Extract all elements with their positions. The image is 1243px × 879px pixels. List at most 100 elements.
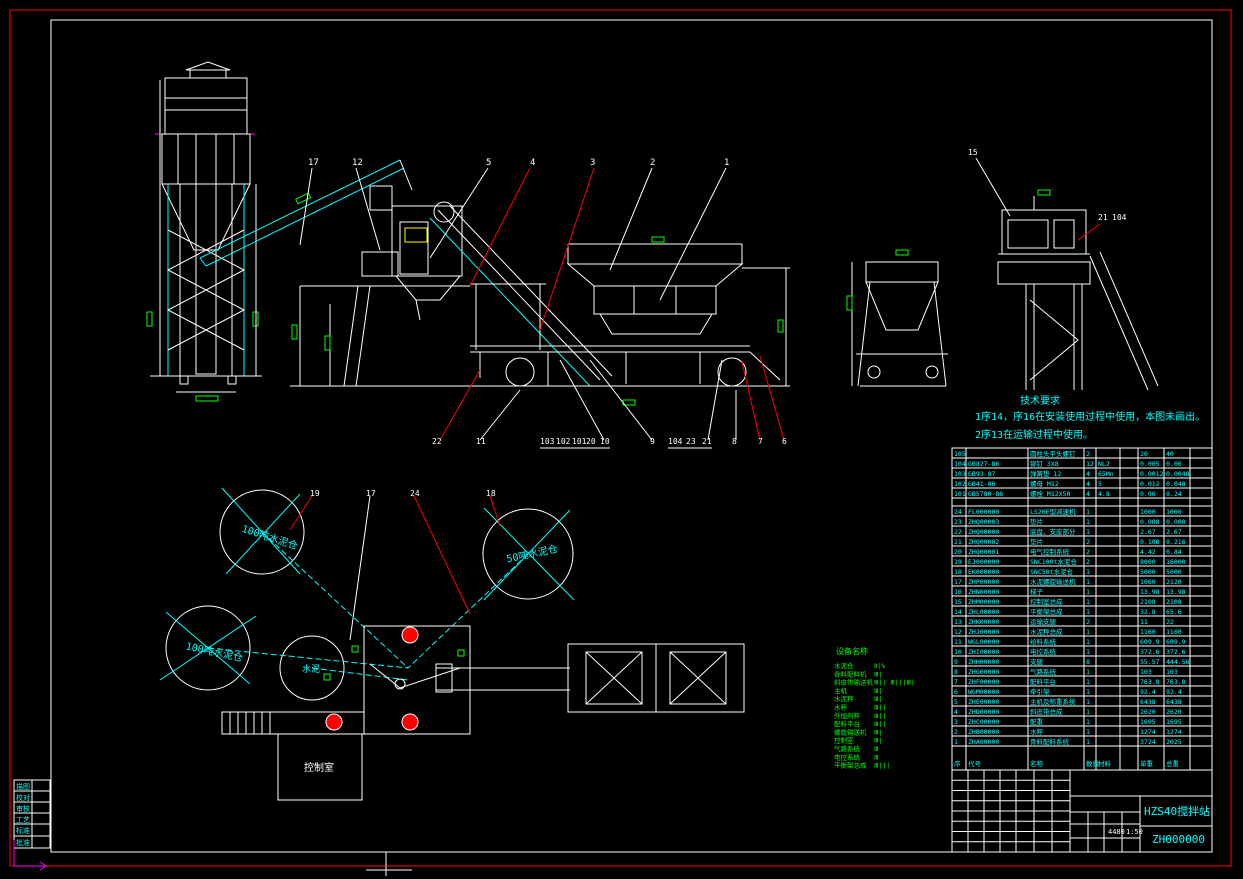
legend-item: 水泥秤 [834, 694, 854, 703]
bom-cell: 8 [1086, 658, 1090, 666]
bom-cell: 372.6 [1140, 648, 1160, 656]
side-label-4: 标准 [16, 826, 30, 835]
bom-cell: WGM00000 [968, 688, 999, 696]
legend-value: Ⅲ| [874, 687, 882, 695]
balloon-3: 3 [590, 158, 595, 168]
bom-small-cell: 铆钉 3X8 [1030, 459, 1059, 468]
bom-cell: 1 [1086, 638, 1090, 646]
legend-value: Ⅲ||| [874, 762, 890, 770]
bom-cell: 梯子 [1030, 587, 1044, 596]
bom-cell: 牵引架 [1030, 687, 1050, 696]
balloon-24: 24 [410, 489, 420, 498]
bom-cell: 24 [954, 508, 962, 516]
bom-cell: ZHA00000 [968, 738, 999, 746]
legend-item: 气路系统 [834, 744, 861, 753]
bom-cell: 1000 [1140, 508, 1156, 516]
balloon-18: 18 [486, 489, 496, 498]
bom-small-cell: 0.24 [1166, 490, 1182, 498]
bom-cell: ZHQ00003 [968, 518, 999, 526]
bom-cell: 1 [1086, 728, 1090, 736]
bom-small-cell: 0.048 [1166, 480, 1186, 488]
bom-cell: 12 [954, 628, 962, 636]
bom-header-cell: 序 [954, 759, 961, 768]
legend-item: 电控系统 [834, 752, 861, 761]
bom-small-cell: 螺母 M12 [1030, 479, 1059, 488]
bom-header-cell: 总重 [1166, 759, 1180, 768]
bom-cell: 电控系统 [1030, 647, 1057, 656]
legend-item: 水秤 [834, 703, 848, 712]
bom-cell: 92.4 [1166, 688, 1182, 696]
bom-cell: 6 [954, 688, 958, 696]
bom-small-cell: 101 [954, 490, 966, 498]
balloons-top: 17 12 5 4 3 2 1 [308, 158, 729, 168]
chassis [290, 285, 790, 406]
bom-cell: ZHG00000 [968, 668, 999, 676]
bom-small-cell: 4 [1086, 490, 1090, 498]
bom-cell: 372.6 [1166, 648, 1186, 656]
bom-cell: 2620 [1140, 708, 1156, 716]
legend-item: 控制室 [834, 736, 854, 745]
legend-item: 外加剂秤 [834, 711, 861, 720]
bom-cell: 气路系统 [1030, 667, 1057, 676]
bom-small-cell: 40 [1166, 450, 1174, 458]
bom-cell: 1695 [1166, 718, 1182, 726]
bom-cell: 6438 [1140, 698, 1156, 706]
title-drawing-no: ZH000000 [1152, 833, 1205, 846]
bom-cell: 1 [1086, 678, 1090, 686]
bom-cell: 1 [1086, 718, 1090, 726]
balloon-21-right: 21 [1098, 213, 1108, 222]
bom-cell: 1160 [1140, 628, 1156, 636]
bom-small-cell: 5 [1098, 480, 1102, 488]
mixer-tower [343, 185, 470, 387]
leaders-top [299, 167, 727, 331]
legend-item: 配料平台 [834, 719, 860, 728]
bom-small-cell: NL2 [1098, 460, 1110, 468]
bom-cell: 2 [1086, 618, 1090, 626]
balloon-23: 23 [686, 437, 696, 446]
bom-small-cell: 0.06 [1140, 490, 1156, 498]
balloon-12: 12 [352, 158, 363, 168]
bom-cell: ZHI00000 [968, 648, 999, 656]
bom-small-cell: 0.012 [1140, 480, 1160, 488]
bom-cell: 0.008 [1140, 518, 1160, 526]
balloon-8: 8 [732, 437, 737, 446]
bom-cell: WGL00000 [968, 638, 999, 646]
bom-small-cell: 4 [1086, 470, 1090, 478]
title-weight: 4480 [1108, 828, 1125, 836]
bom-cell: 13 [954, 618, 962, 626]
bom-header-cell: 代号 [968, 759, 982, 768]
bom-header-cell: 材料 [1098, 759, 1112, 768]
bom-cell: 103 [1166, 668, 1178, 676]
bom-cell: ZHE00000 [968, 698, 999, 706]
bom-cell: 运输支腿 [1030, 617, 1057, 626]
bom-cell: 2 [1086, 558, 1090, 566]
bom-cell: 0.108 [1140, 538, 1160, 546]
bom-cell: 0.008 [1166, 518, 1186, 526]
side-label-column: 描图 校对 审核 工艺 标准 批准 [16, 782, 30, 847]
bom-cell: 配料平台 [1030, 677, 1056, 686]
bom-small-cell: 弹簧垫 12 [1030, 469, 1061, 478]
bom-cell: ZHC00000 [968, 718, 999, 726]
bom-cell: 平衡架总成 [1030, 607, 1063, 616]
balloon-10: 10 [600, 437, 610, 446]
legend-item: 平衡架总成 [834, 761, 867, 770]
bom-cell: 3 [954, 718, 958, 726]
bom-cell: ZHD00000 [968, 708, 999, 716]
bom-small-cell: 4.8 [1098, 490, 1110, 498]
bom-cell: FL000000 [968, 508, 999, 516]
tech-line-1: 1序14，序16在安装使用过程中使用，本图未画出。 [975, 410, 1205, 423]
balloon-102: 102 [556, 437, 571, 446]
plan-control-room: 控制室 [304, 761, 334, 774]
balloon-101: 101 [572, 437, 587, 446]
legend-value: Ⅱ|% [874, 662, 885, 670]
bom-cell: 给料系统 [1030, 637, 1057, 646]
bom-cell: 2620 [1166, 708, 1182, 716]
bom-cell: 609.9 [1140, 638, 1160, 646]
bom-cell: ZHF00000 [968, 678, 999, 686]
bom-cell: 斜皮带总成 [1030, 707, 1063, 716]
side-label-5: 批准 [16, 838, 30, 847]
bom-small-cell: GB41-86 [968, 480, 995, 488]
bom-cell: 水泥秤总成 [1030, 627, 1063, 636]
bom-cell: 2.67 [1166, 528, 1182, 536]
